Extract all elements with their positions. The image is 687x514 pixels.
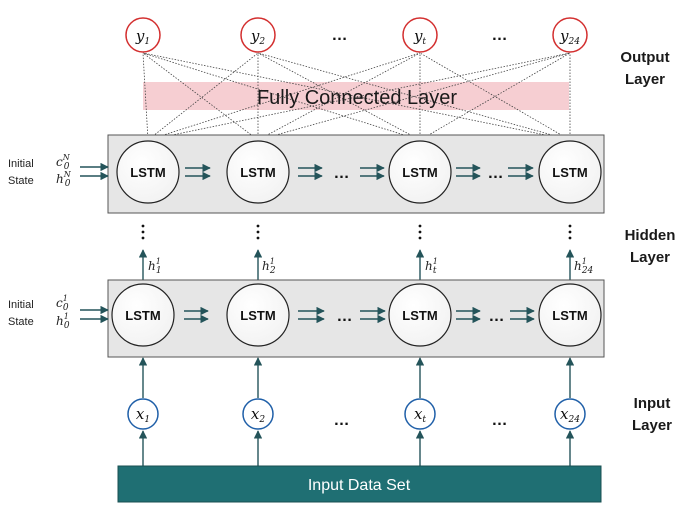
input-node-24: x24 bbox=[554, 398, 586, 430]
input-node-2: x2 bbox=[242, 398, 274, 430]
lstm-cell-bottom-2: LSTM bbox=[226, 283, 290, 347]
svg-text:hN0: hN0 bbox=[56, 170, 72, 189]
svg-text:c10: c10 bbox=[56, 294, 69, 313]
output-node-t: yt bbox=[402, 17, 438, 53]
svg-text:LSTM: LSTM bbox=[552, 308, 587, 323]
svg-text:LSTM: LSTM bbox=[402, 308, 437, 323]
top-initial-label-1: Initial bbox=[8, 158, 34, 170]
input-node-t: xt bbox=[404, 398, 436, 430]
svg-text:x24: x24 bbox=[560, 405, 580, 425]
lstm-cell-top-t: LSTM bbox=[388, 140, 452, 204]
bottom-ellipsis-1: … bbox=[337, 308, 354, 325]
output-ellipsis-2: … bbox=[492, 27, 509, 44]
svg-text:cN0: cN0 bbox=[56, 153, 71, 172]
output-node-2: y2 bbox=[240, 17, 276, 53]
output-node-24: y24 bbox=[552, 17, 588, 53]
svg-text:LSTM: LSTM bbox=[130, 165, 165, 180]
lstm-cell-bottom-t: LSTM bbox=[388, 283, 452, 347]
svg-text:y1: y1 bbox=[135, 27, 150, 47]
svg-text:y24: y24 bbox=[559, 27, 580, 47]
bottom-ellipsis-2: … bbox=[489, 308, 506, 325]
output-layer-label-1: Output bbox=[620, 49, 669, 66]
input-layer-label-1: Input bbox=[634, 395, 671, 412]
svg-text:xt: xt bbox=[414, 405, 426, 425]
output-nodes: y1 y2 yt y24 … … bbox=[125, 17, 588, 53]
svg-text:LSTM: LSTM bbox=[240, 308, 275, 323]
svg-text:yt: yt bbox=[413, 27, 426, 47]
input-ellipsis-2: … bbox=[492, 412, 509, 429]
svg-text:h12: h12 bbox=[262, 257, 276, 276]
lstm-layer-top: LSTM LSTM LSTM LSTM … … bbox=[107, 134, 605, 214]
output-node-1: y1 bbox=[125, 17, 161, 53]
hidden-layer-label-2: Layer bbox=[630, 249, 670, 266]
lstm-cell-top-2: LSTM bbox=[226, 140, 290, 204]
input-nodes: x1 x2 xt x24 … … bbox=[127, 398, 586, 430]
bottom-recurrent-arrows bbox=[184, 306, 535, 324]
bottom-initial-label-1: Initial bbox=[8, 299, 34, 311]
svg-text:y2: y2 bbox=[250, 27, 265, 47]
lstm-cell-bottom-24: LSTM bbox=[538, 283, 602, 347]
output-ellipsis-1: … bbox=[332, 27, 349, 44]
output-layer-label-2: Layer bbox=[625, 71, 665, 88]
lstm-cell-top-24: LSTM bbox=[538, 140, 602, 204]
top-ellipsis-2: … bbox=[488, 165, 505, 182]
svg-text:LSTM: LSTM bbox=[125, 308, 160, 323]
fully-connected-label: Fully Connected Layer bbox=[257, 87, 457, 109]
input-ellipsis-1: … bbox=[334, 412, 351, 429]
top-initial-label-2: State bbox=[8, 175, 34, 187]
hidden-state-arrows bbox=[138, 249, 575, 280]
svg-text:h11: h11 bbox=[148, 257, 162, 276]
lstm-cell-top-1: LSTM bbox=[116, 140, 180, 204]
svg-text:LSTM: LSTM bbox=[402, 165, 437, 180]
input-data-set-label: Input Data Set bbox=[308, 477, 411, 494]
svg-text:x2: x2 bbox=[251, 405, 265, 425]
dataset-to-input-arrows bbox=[138, 430, 575, 466]
lstm-cell-bottom-1: LSTM bbox=[111, 283, 175, 347]
vertical-ellipses bbox=[141, 224, 572, 240]
lstm-layer-bottom: LSTM LSTM LSTM LSTM … … bbox=[107, 279, 605, 358]
hidden-layer-label-1: Hidden bbox=[625, 227, 676, 244]
input-data-set-bar: Input Data Set bbox=[117, 465, 602, 503]
svg-text:x1: x1 bbox=[136, 405, 150, 425]
svg-text:h1t: h1t bbox=[425, 257, 438, 276]
input-layer-label-2: Layer bbox=[632, 417, 672, 434]
top-recurrent-arrows bbox=[185, 163, 534, 181]
svg-text:h10: h10 bbox=[56, 312, 70, 331]
input-to-lstm-arrows bbox=[138, 357, 575, 398]
fully-connected-lines bbox=[142, 52, 571, 141]
svg-text:LSTM: LSTM bbox=[240, 165, 275, 180]
top-ellipsis-1: … bbox=[334, 165, 351, 182]
bottom-initial-label-2: State bbox=[8, 316, 34, 328]
input-node-1: x1 bbox=[127, 398, 159, 430]
svg-text:LSTM: LSTM bbox=[552, 165, 587, 180]
